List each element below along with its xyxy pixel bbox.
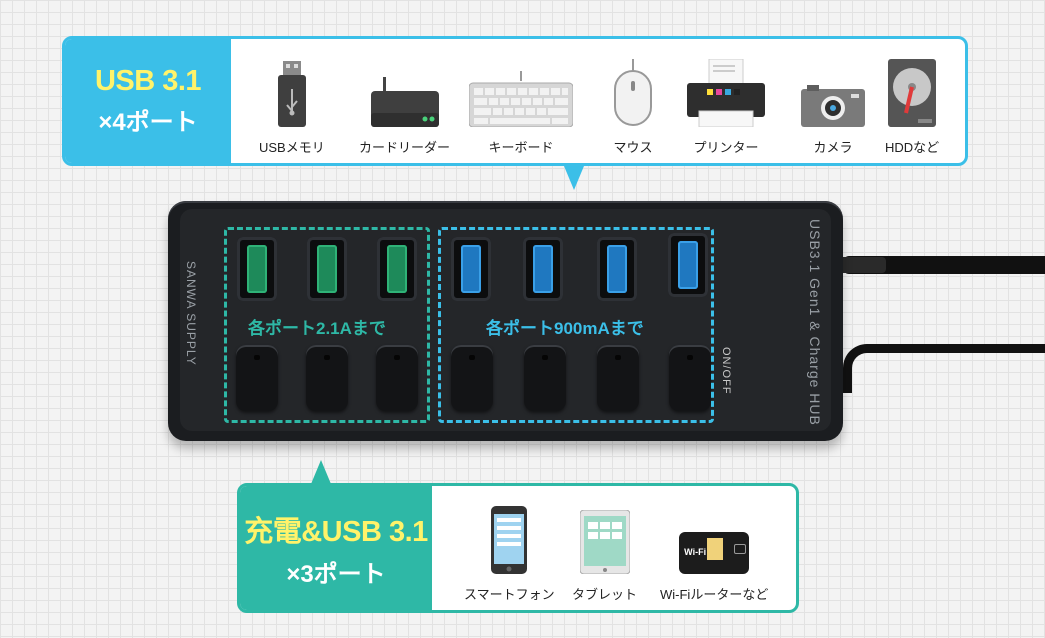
device-label-printer: プリンター [693, 140, 759, 155]
port-switch-3[interactable] [376, 345, 418, 411]
port-switch-1[interactable] [236, 345, 278, 411]
power-cable [843, 256, 1045, 274]
usb31-device-panel: USB 3.1 ×4ポート USBメモリ [62, 36, 968, 166]
port-switch-6[interactable] [597, 345, 639, 411]
usb31-badge-title: USB 3.1 [94, 65, 202, 97]
usb31-badge: USB 3.1 ×4ポート [65, 39, 231, 163]
charge-port-3[interactable] [377, 237, 417, 301]
usb-cable [843, 344, 1045, 393]
charge-badge: 充電&USB 3.1 ×3ポート [240, 486, 432, 610]
data-port-4[interactable] [668, 233, 708, 297]
device-label-smartphone: スマートフォン [464, 587, 555, 602]
port-switch-4[interactable] [451, 345, 493, 411]
charge-device-panel: 充電&USB 3.1 ×3ポート スマートフォン [237, 483, 799, 613]
charge-badge-title: 充電&USB 3.1 [244, 515, 428, 548]
device-label-keyboard: キーボード [488, 140, 554, 155]
model-text: USB3.1 Gen1 & Charge HUB [807, 219, 823, 426]
usb31-badge-subtitle: ×4ポート [98, 109, 198, 136]
bottom-panel-pointer [311, 460, 331, 484]
camera-icon [801, 57, 865, 127]
device-label-camera: カメラ [813, 140, 853, 155]
port-switch-5[interactable] [524, 345, 566, 411]
device-label-hdd: HDDなど [885, 140, 940, 155]
port-switch-7[interactable] [669, 345, 711, 411]
wifi-router-icon: Wi-Fi [679, 504, 750, 574]
charge-port-1[interactable] [237, 237, 277, 301]
charge-badge-subtitle: ×3ポート [286, 560, 386, 588]
device-label-usb-memory: USBメモリ [259, 140, 325, 155]
device-label-card-reader: カードリーダー [359, 140, 451, 155]
wifi-router-text: Wi-Fi [684, 547, 707, 557]
data-port-zone [438, 227, 714, 423]
printer-icon [685, 57, 767, 127]
switch-label: ON/OFF [720, 347, 732, 395]
device-smartphone: スマートフォン [464, 504, 555, 603]
mouse-icon [611, 57, 655, 127]
card-reader-icon [369, 57, 441, 127]
device-keyboard: キーボード [469, 57, 573, 156]
smartphone-icon [491, 504, 528, 574]
top-panel-pointer [564, 166, 584, 190]
device-tablet: タブレット [572, 504, 637, 603]
device-printer: プリンター [685, 57, 767, 156]
hdd-icon [888, 57, 937, 127]
usb-hub: SANWA SUPPLY USB3.1 Gen1 & Charge HUB ON… [168, 201, 843, 441]
device-label-tablet: タブレット [572, 587, 638, 602]
tablet-icon [579, 504, 630, 574]
device-card-reader: カードリーダー [359, 57, 450, 156]
device-label-wifi-router: Wi-Fiルーターなど [660, 587, 769, 602]
hub-face [180, 209, 831, 431]
charge-zone-label: 各ポート2.1Aまで [248, 319, 386, 338]
brand-text: SANWA SUPPLY [184, 261, 198, 366]
device-usb-memory: USBメモリ [259, 57, 325, 156]
keyboard-icon [469, 57, 573, 127]
device-hdd: HDDなど [885, 57, 939, 156]
device-camera: カメラ [801, 57, 865, 156]
device-label-mouse: マウス [613, 140, 653, 155]
device-mouse: マウス [611, 57, 655, 156]
data-zone-label: 各ポート900mAまで [486, 319, 644, 338]
usb-memory-icon [277, 57, 307, 127]
device-wifi-router: Wi-Fi Wi-Fiルーターなど [660, 504, 768, 603]
power-plug [836, 257, 886, 273]
data-port-1[interactable] [451, 237, 491, 301]
charge-port-2[interactable] [307, 237, 347, 301]
charge-port-zone [224, 227, 430, 423]
data-port-2[interactable] [523, 237, 563, 301]
port-switch-2[interactable] [306, 345, 348, 411]
data-port-3[interactable] [597, 237, 637, 301]
